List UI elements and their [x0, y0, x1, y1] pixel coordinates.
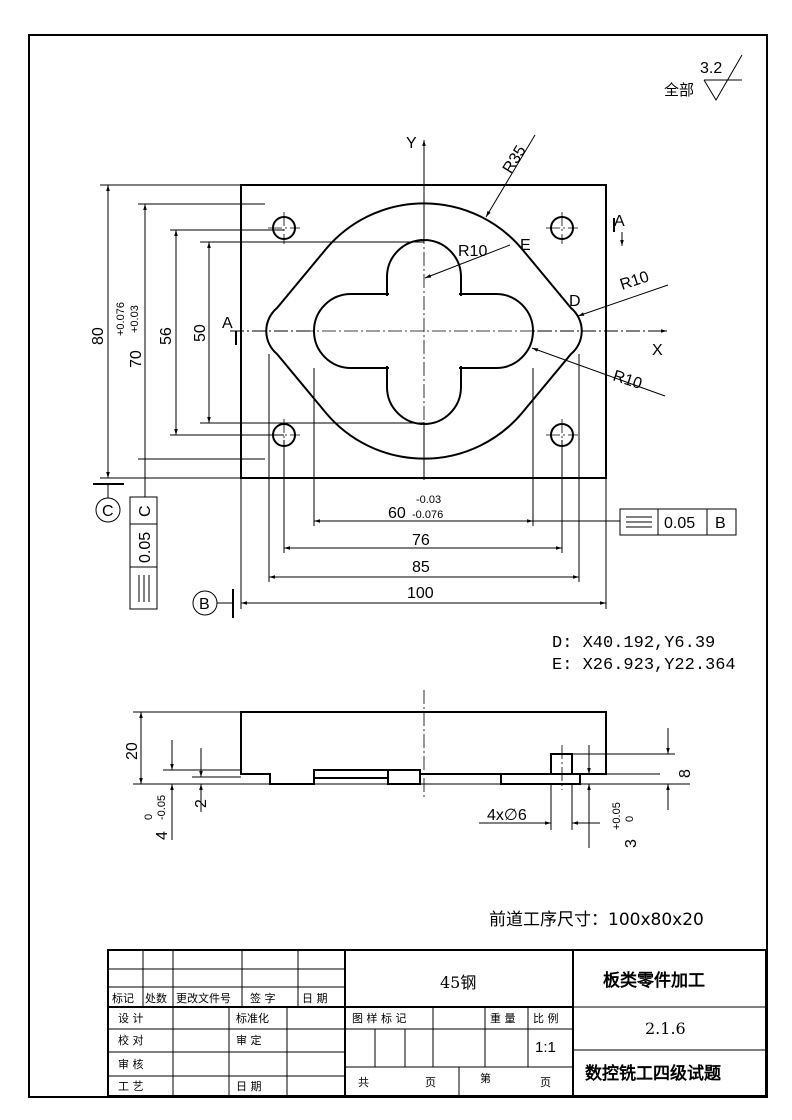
- svg-text:图 样 标 记: 图 样 标 记: [352, 1011, 407, 1025]
- svg-text:B: B: [199, 596, 210, 613]
- svg-text:60: 60: [388, 505, 406, 522]
- coord-e: E: X26.923,Y22.364: [552, 656, 736, 675]
- svg-text:1:1: 1:1: [535, 1039, 556, 1056]
- svg-text:3: 3: [623, 839, 640, 848]
- svg-text:标准化: 标准化: [236, 1011, 269, 1025]
- svg-text:76: 76: [412, 532, 430, 549]
- svg-text:3.2: 3.2: [700, 60, 722, 77]
- svg-text:8: 8: [677, 769, 694, 778]
- title-block: 标记 处数 更改文件号 签 字 日 期 45钢 板类零件加工 设 计 标准化 校…: [107, 949, 767, 1097]
- svg-text:工 艺: 工 艺: [118, 1080, 144, 1093]
- svg-text:共: 共: [358, 1076, 369, 1089]
- svg-text:50: 50: [192, 324, 209, 342]
- svg-text:80: 80: [90, 327, 107, 345]
- svg-text:签 字: 签 字: [250, 991, 276, 1005]
- svg-text:A: A: [614, 213, 625, 230]
- svg-text:-0.076: -0.076: [412, 509, 443, 521]
- svg-text:2.1.6: 2.1.6: [645, 1019, 686, 1038]
- svg-text:0.05: 0.05: [664, 515, 695, 532]
- svg-text:85: 85: [412, 559, 430, 576]
- svg-text:板类零件加工: 板类零件加工: [603, 970, 705, 991]
- svg-text:重 量: 重 量: [490, 1011, 516, 1025]
- symmetry-tolerance-c: C 0.05: [129, 496, 158, 610]
- svg-text:70: 70: [128, 350, 145, 368]
- prior-size-note: 前道工序尺寸：100x80x20: [489, 910, 704, 930]
- svg-text:100: 100: [407, 585, 434, 602]
- svg-text:A: A: [222, 315, 233, 332]
- svg-text:页: 页: [540, 1076, 551, 1089]
- drawing-border: [28, 34, 768, 1098]
- svg-text:R10: R10: [458, 243, 487, 260]
- svg-text:第: 第: [480, 1071, 491, 1085]
- svg-text:R10: R10: [611, 368, 644, 393]
- roughness-symbol: 3.2 全部: [664, 54, 743, 101]
- svg-text:20: 20: [124, 742, 141, 760]
- svg-text:审 定: 审 定: [236, 1033, 262, 1047]
- svg-text:日 期: 日 期: [302, 992, 328, 1005]
- svg-text:D: D: [569, 293, 581, 310]
- svg-text:C: C: [137, 505, 154, 517]
- svg-text:0.05: 0.05: [137, 532, 154, 563]
- top-view: Y X R35 R10 E D R10 R10 A A: [222, 134, 669, 480]
- svg-text:-0.03: -0.03: [416, 494, 441, 506]
- svg-text:处数: 处数: [145, 992, 167, 1005]
- svg-text:R35: R35: [500, 143, 530, 177]
- svg-text:C: C: [102, 503, 114, 520]
- vertical-dimensions: 80 70 +0.076 +0.03 56 50: [90, 184, 424, 497]
- svg-text:Y: Y: [406, 135, 417, 152]
- section-view: 20 4 0 -0.05 2 8 3 +0.05 0 4x∅6: [124, 690, 694, 848]
- svg-text:全部: 全部: [664, 81, 694, 99]
- svg-text:+0.03: +0.03: [129, 305, 141, 333]
- svg-text:R10: R10: [618, 269, 651, 294]
- svg-text:校 对: 校 对: [118, 1033, 144, 1047]
- datum-c: C: [93, 483, 124, 523]
- symmetry-tolerance-b: 0.05 B: [619, 508, 737, 536]
- horizontal-dimensions: 60 -0.03 -0.076 76 85 100: [240, 354, 620, 609]
- svg-text:45钢: 45钢: [440, 973, 476, 992]
- svg-text:E: E: [520, 237, 531, 254]
- svg-text:比 例: 比 例: [533, 1011, 559, 1025]
- svg-text:更改文件号: 更改文件号: [176, 991, 231, 1005]
- svg-text:X: X: [652, 342, 663, 359]
- svg-text:设 计: 设 计: [118, 1012, 144, 1025]
- svg-text:标记: 标记: [112, 991, 134, 1005]
- datum-b: B: [192, 589, 234, 618]
- svg-text:-0.05: -0.05: [156, 795, 168, 820]
- svg-text:日 期: 日 期: [236, 1080, 262, 1093]
- svg-text:B: B: [715, 515, 726, 532]
- svg-text:56: 56: [158, 327, 175, 345]
- svg-text:0: 0: [624, 816, 636, 822]
- svg-text:0: 0: [143, 814, 155, 820]
- svg-text:2: 2: [193, 799, 210, 808]
- svg-text:数控铣工四级试题: 数控铣工四级试题: [585, 1063, 722, 1084]
- svg-text:页: 页: [425, 1076, 436, 1089]
- svg-text:4: 4: [154, 831, 171, 840]
- coord-d: D: X40.192,Y6.39: [552, 634, 715, 653]
- svg-text:+0.076: +0.076: [115, 302, 127, 336]
- svg-text:审 核: 审 核: [118, 1057, 144, 1071]
- svg-text:4x∅6: 4x∅6: [487, 807, 527, 824]
- svg-text:+0.05: +0.05: [611, 802, 623, 830]
